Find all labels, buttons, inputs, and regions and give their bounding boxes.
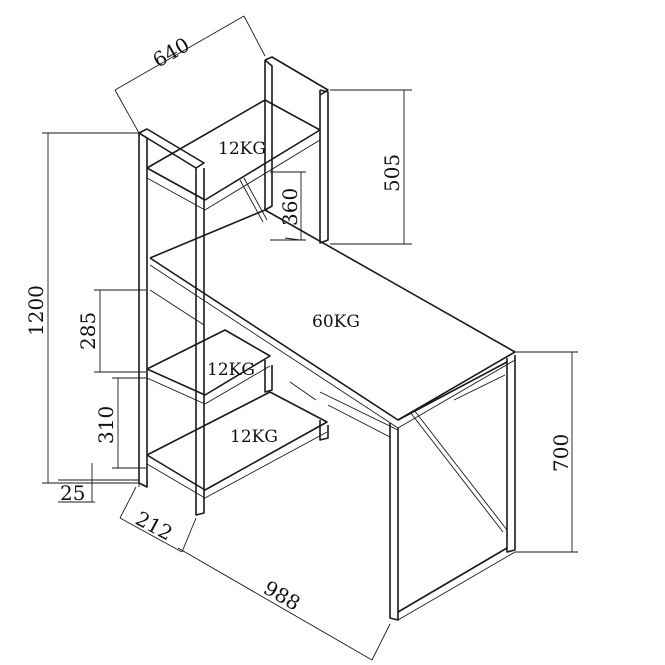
- desk-height-label: 700: [549, 434, 573, 472]
- shelf-depth-label: 212: [132, 506, 177, 545]
- shelf-gap-top-label: 360: [278, 188, 302, 226]
- desk-frame: [149, 209, 516, 621]
- shelf-gap-middle-label: 285: [76, 312, 100, 350]
- shelf-unit-frame: [138, 56, 329, 516]
- dimension-lines: [42, 15, 578, 661]
- bottom-shelf-load: 12KG: [230, 427, 278, 447]
- desk-length-label: 988: [260, 576, 305, 616]
- foot-clearance-label: 25: [60, 481, 85, 505]
- top-shelf-load: 12KG: [218, 139, 266, 159]
- upper-height-label: 505: [380, 154, 404, 192]
- shelf-width-label: 640: [149, 32, 194, 72]
- desk-top-load: 60KG: [312, 312, 360, 332]
- total-height-label: 1200: [24, 285, 48, 336]
- middle-shelf-load: 12KG: [207, 360, 255, 380]
- shelf-gap-bottom-label: 310: [94, 406, 118, 444]
